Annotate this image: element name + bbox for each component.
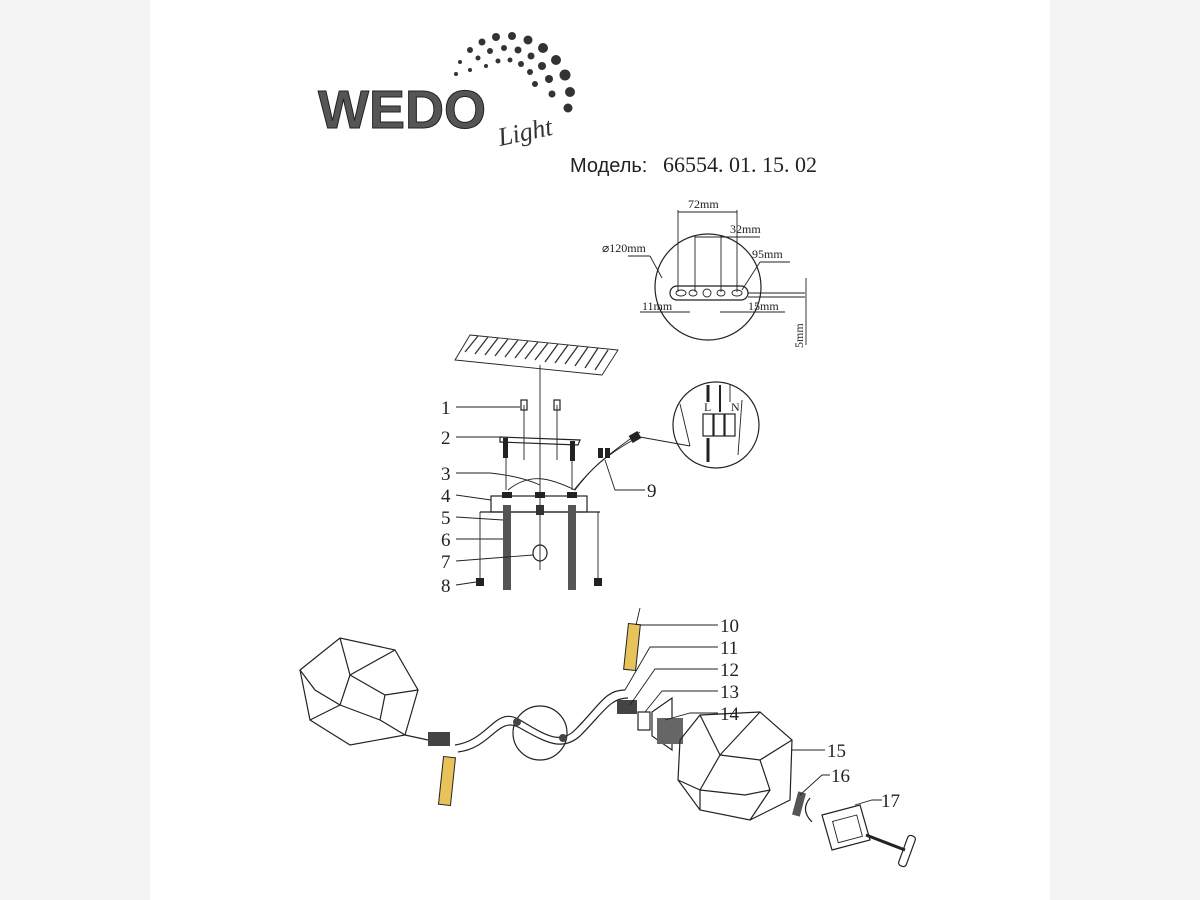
dim-95mm: 95mm [752,247,783,261]
fixture-arm-assembly [428,607,683,807]
shade-fittings [792,791,916,868]
part-number-8: 8 [441,576,451,597]
dim-72mm: 72mm [688,197,719,211]
part-number-9: 9 [647,481,657,502]
right-arm-accent [623,622,641,672]
part-number-3: 3 [441,464,451,485]
canopy-assembly: L N [476,365,760,590]
wire-label-live: L [704,400,711,414]
part-number-4: 4 [441,486,451,507]
dim-diameter-120mm: ⌀120mm [602,241,647,255]
part-number-5: 5 [441,508,451,529]
part-number-17: 17 [881,791,900,812]
dim-32mm: 32mm [730,222,761,236]
dim-15mm: 15mm [748,299,779,313]
part-number-11: 11 [720,638,738,659]
part-number-6: 6 [441,530,451,551]
model-label: Модель: [570,155,647,177]
logo-dot-swirl [454,32,575,113]
part-number-7: 7 [441,552,451,573]
dim-11mm: 11mm [642,299,673,313]
part-number-14: 14 [720,704,740,725]
part-number-16: 16 [831,766,850,787]
wire-label-neutral: N [731,400,740,414]
wedo-logo: WEDO Light [318,32,575,152]
part-number-12: 12 [720,660,739,681]
part-number-13: 13 [720,682,739,703]
part-number-2: 2 [441,428,451,449]
logo-sub: Light [494,112,555,152]
part-number-1: 1 [441,398,451,419]
dim-5mm: 5mm [792,323,806,348]
part-number-10: 10 [720,616,739,637]
left-arm-accent [437,755,457,807]
logo-brand: WEDO [318,80,486,140]
mounting-plate-drawing: 72mm 32mm ⌀120mm 95mm 11mm 15mm 5mm [602,197,807,348]
right-glass-shade [677,711,793,821]
left-glass-shade [299,637,429,746]
ceiling-hatch [454,334,619,376]
leader-lines-upper [455,406,645,586]
leader-lines-lower [624,624,882,806]
part-number-15: 15 [827,741,846,762]
model-number: 66554. 01. 15. 02 [663,152,817,177]
